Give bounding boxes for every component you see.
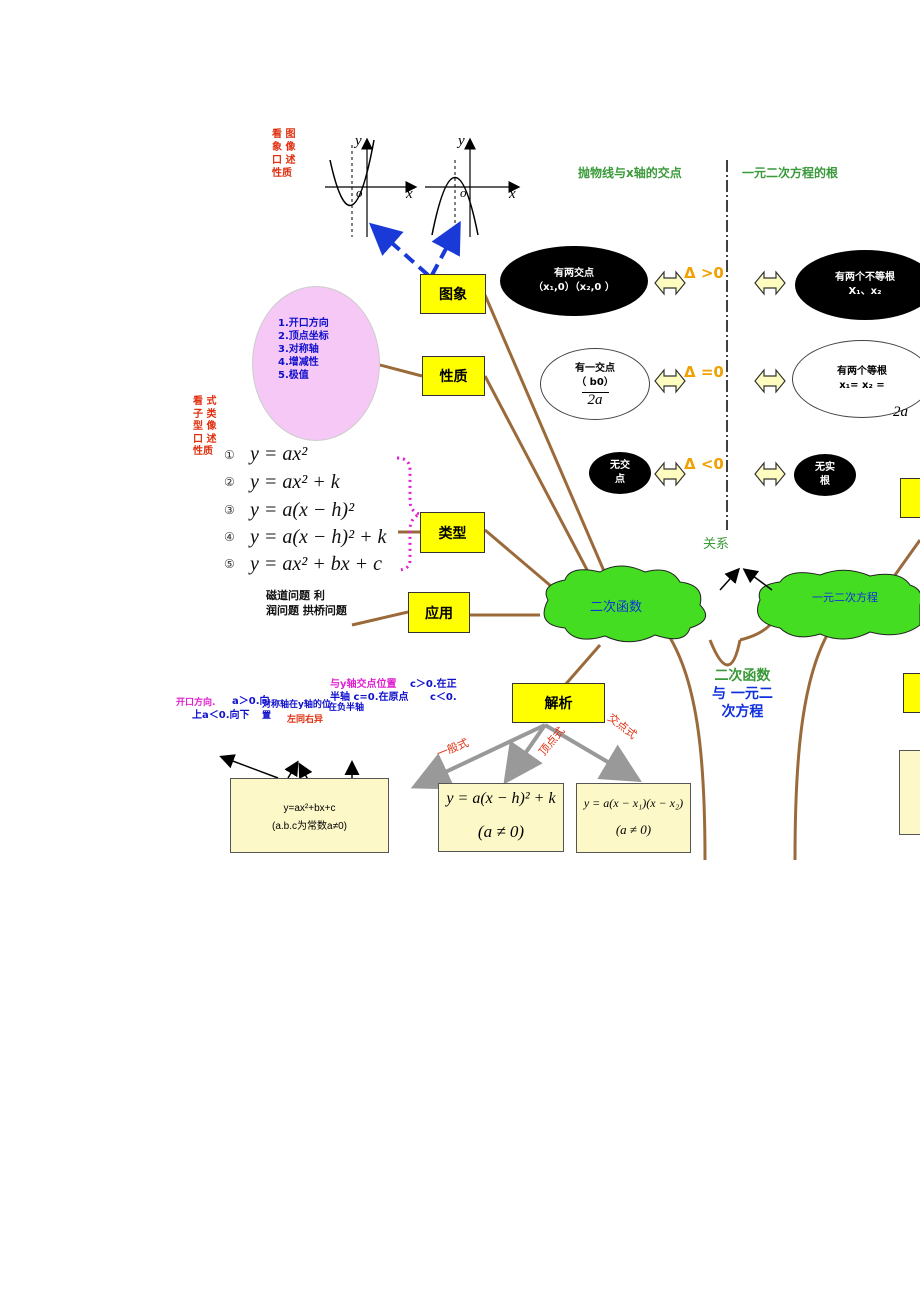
axis-x-label-2: x: [509, 186, 516, 202]
origin-label-1: o: [356, 185, 363, 200]
center2-label[interactable]: 一元二次方程: [812, 591, 878, 604]
delta-negative: Δ <0: [684, 455, 724, 473]
cloud-quadratic-equation: [757, 569, 920, 640]
bottom-relation-text: 二次函数 与 一元二 次方程: [712, 668, 773, 720]
intercept-form-box: y = a(x − x₁)(x − x₂) (a ≠ 0): [576, 783, 691, 853]
note-c-neg: c＜0.: [430, 692, 457, 703]
vertex-form-box: y = a(x − h)² + k (a ≠ 0): [438, 783, 564, 852]
type-formula-1: y = ax²: [250, 443, 308, 465]
parabola-down-graph: [425, 137, 521, 237]
oval-no-real-roots: 无实 根: [794, 454, 856, 496]
type-formula-5: y = ax² + bx + c: [250, 553, 382, 575]
delta-positive: Δ >0: [684, 264, 724, 282]
note-y-intercept: 与y轴交点位置: [330, 679, 397, 690]
oval-one-intersection: 有一交点 （ b0） 2a: [540, 348, 650, 420]
cloud-quadratic-function: [543, 565, 707, 643]
side-note: 看 式 子 类 型 像 口 述 性质: [193, 396, 217, 457]
node-application[interactable]: 应用: [408, 592, 470, 633]
type-formula-4: y = a(x − h)² + k: [250, 526, 387, 548]
general-form-box: y=ax²+bx+c (a.b.c为常数a≠0): [230, 778, 389, 853]
type-num-4: ④: [224, 530, 235, 544]
node-type[interactable]: 类型: [420, 512, 485, 553]
note-c-pos: c＞0.在正: [410, 679, 457, 690]
application-text: 磁道问题 利 润问题 拱桥问题: [266, 589, 347, 617]
axis-x-label-1: x: [406, 186, 413, 202]
axis-y-label-1: y: [355, 133, 362, 149]
note-axis-rule: 左同右异: [287, 715, 324, 725]
origin-label-2: o: [460, 185, 467, 200]
oval-two-intersections: 有两交点 （x₁,0）（x₂,0 ）: [500, 246, 648, 316]
type-formula-3: y = a(x − h)²: [250, 499, 355, 521]
center-label[interactable]: 二次函数: [590, 600, 643, 615]
type-num-3: ③: [224, 503, 235, 517]
oval-no-intersection: 无交 点: [589, 452, 651, 494]
tree-branches: [351, 294, 920, 861]
node-right-edge-2: [903, 673, 920, 713]
header-intersections: 抛物线与x轴的交点: [578, 166, 682, 180]
note-half-axis: 半轴 c=0.在原点: [330, 692, 409, 703]
equal-root-denominator: 2a: [893, 404, 908, 420]
double-arrows: [654, 270, 786, 487]
axis-y-label-2: y: [458, 133, 465, 149]
header-roots: 一元二次方程的根: [742, 166, 839, 180]
note-a-pos: a＞0.向: [232, 696, 270, 707]
property-oval: [252, 286, 380, 441]
oval-two-unequal-roots: 有两个不等根 X₁、x₂: [795, 250, 920, 320]
type-num-2: ②: [224, 475, 235, 489]
property-list: 1.开口方向 2.顶点坐标 3.对称轴 4.增减性 5.极值: [278, 318, 329, 381]
note-neg-half: 在负半轴: [328, 703, 365, 713]
parabola-up-graph: [325, 137, 418, 237]
note-axis-pos: 对称轴在y轴的位 置: [262, 700, 331, 721]
type-formula-2: y = ax² + k: [250, 471, 340, 493]
top-left-note: 看 图 象 像 口 述 性质: [272, 129, 296, 179]
relation-label: 关系: [703, 537, 730, 552]
node-property[interactable]: 性质: [422, 356, 485, 396]
type-num-1: ①: [224, 448, 235, 462]
node-image[interactable]: 图象: [420, 274, 486, 314]
node-right-edge-1: [900, 478, 920, 518]
box-right-edge: [899, 750, 920, 835]
node-analysis[interactable]: 解析: [512, 683, 605, 723]
oval-two-equal-roots: 有两个等根 x₁= x₂ =: [792, 340, 920, 418]
note-open-dir: 开口方向.: [176, 698, 216, 708]
type-num-5: ⑤: [224, 557, 235, 571]
delta-zero: Δ =0: [684, 363, 724, 381]
note-a-neg: 上a＜0.向下: [192, 710, 250, 721]
